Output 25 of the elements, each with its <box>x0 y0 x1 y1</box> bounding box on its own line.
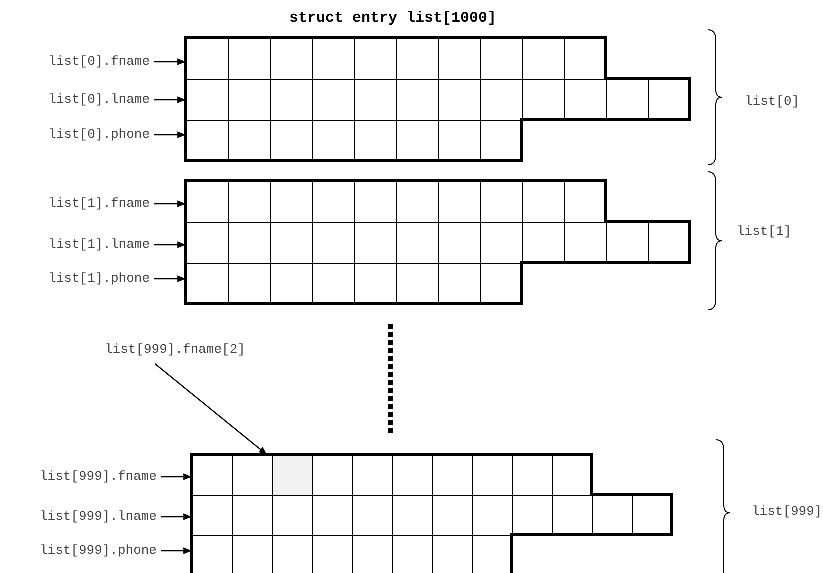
field-label: list[0].phone <box>48 127 150 143</box>
field-label: list[999].fname <box>40 469 157 485</box>
arrow <box>161 514 192 520</box>
callout-label: list[999].fname[2] <box>105 342 246 358</box>
arrow <box>154 58 186 66</box>
leader-line <box>154 364 268 456</box>
arrow <box>161 548 192 554</box>
element-label: list[999] <box>752 504 822 520</box>
arrow <box>161 474 192 480</box>
diagram-title: struct entry list[1000] <box>288 10 498 27</box>
arrow <box>154 276 186 282</box>
field-label: list[1].fname <box>48 196 150 212</box>
element-label: list[0] <box>745 94 800 110</box>
arrow <box>154 132 186 138</box>
array-cell <box>272 455 313 496</box>
field-label: list[1].phone <box>48 271 150 287</box>
arrow <box>154 200 186 208</box>
arrow <box>154 242 186 248</box>
field-label: list[1].lname <box>48 237 150 253</box>
field-label: list[999].lname <box>40 509 157 525</box>
arrow <box>154 96 186 104</box>
field-label: list[0].lname <box>48 92 150 108</box>
element-label: list[1] <box>737 224 792 240</box>
field-label: list[999].phone <box>40 543 157 559</box>
field-label: list[0].fname <box>48 54 150 70</box>
